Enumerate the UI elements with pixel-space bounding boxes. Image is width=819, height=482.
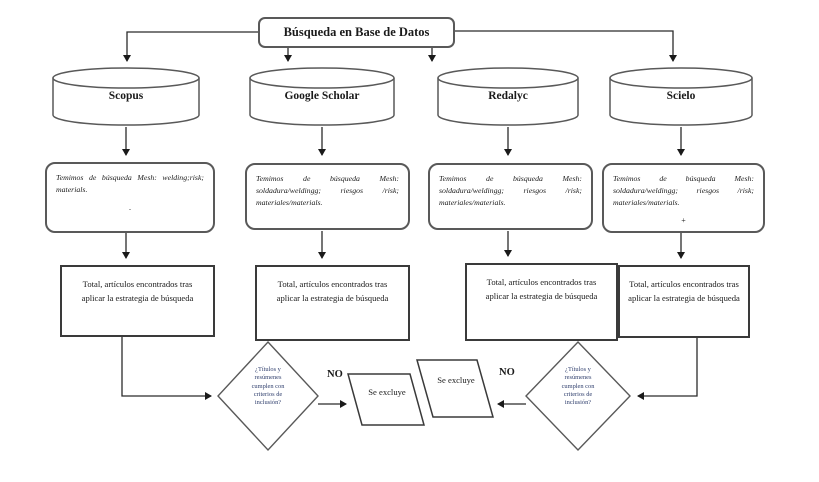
database-cylinder-google-scholar [249, 67, 395, 126]
terms-text: Temimos de búsqueda Mesh: welding;risk; … [56, 173, 204, 195]
database-label-scielo: Scielo [666, 90, 696, 102]
decision-diamond-left [217, 340, 319, 452]
connector-total1-to-decision1 [121, 337, 212, 400]
terms-box-redalyc: Temimos de búsqueda Mesh: soldadura/weld… [428, 163, 593, 230]
title-text: Búsqueda en Base de Datos [283, 25, 430, 39]
database-label-google-scholar: Google Scholar [284, 90, 360, 102]
terms-note: + [681, 216, 686, 226]
total-box-google-scholar: Total, artículos encontrados tras aplica… [255, 265, 410, 341]
total-box-scielo: Total, artículos encontrados tras aplica… [618, 265, 750, 338]
database-label-redalyc: Redalyc [488, 90, 528, 102]
decision-question-left: ¿Títulos y resúmenes cumplen con criteri… [251, 366, 285, 407]
total-box-redalyc: Total, artículos encontrados tras aplica… [465, 263, 618, 341]
terms-box-google-scholar: Temimos de búsqueda Mesh: soldadura/weld… [245, 163, 410, 230]
database-label-scopus: Scopus [108, 90, 144, 102]
total-box-scopus: Total, artículos encontrados tras aplica… [60, 265, 215, 337]
no-label-right: NO [499, 367, 515, 378]
terms-text: Temimos de búsqueda Mesh: soldadura/weld… [613, 174, 754, 208]
terms-text: Temimos de búsqueda Mesh: soldadura/weld… [256, 174, 399, 208]
database-cylinder-scopus [52, 67, 200, 126]
exclusion-parallelogram-left [347, 373, 425, 426]
connector-title-to-scielo [455, 30, 677, 62]
terms-box-scielo: Temimos de búsqueda Mesh: soldadura/weld… [602, 163, 765, 233]
exclusion-label-right: Se excluye [437, 375, 475, 385]
exclusion-parallelogram-right [416, 359, 494, 418]
decision-question-right: ¿Títulos y resúmenes cumplen con criteri… [561, 366, 595, 407]
database-cylinder-redalyc [437, 67, 579, 126]
terms-text: Temimos de búsqueda Mesh: soldadura/weld… [439, 174, 582, 208]
title-box: Búsqueda en Base de Datos [258, 17, 455, 48]
terms-box-scopus: Temimos de búsqueda Mesh: welding;risk; … [45, 162, 215, 233]
connector-title-to-scopus [123, 31, 258, 62]
connector-total4-to-decision2 [637, 338, 698, 400]
no-label-left: NO [327, 369, 343, 380]
database-cylinder-scielo [609, 67, 753, 126]
terms-note: . [129, 203, 131, 213]
decision-diamond-right [525, 340, 631, 452]
exclusion-label-left: Se excluye [368, 387, 406, 397]
